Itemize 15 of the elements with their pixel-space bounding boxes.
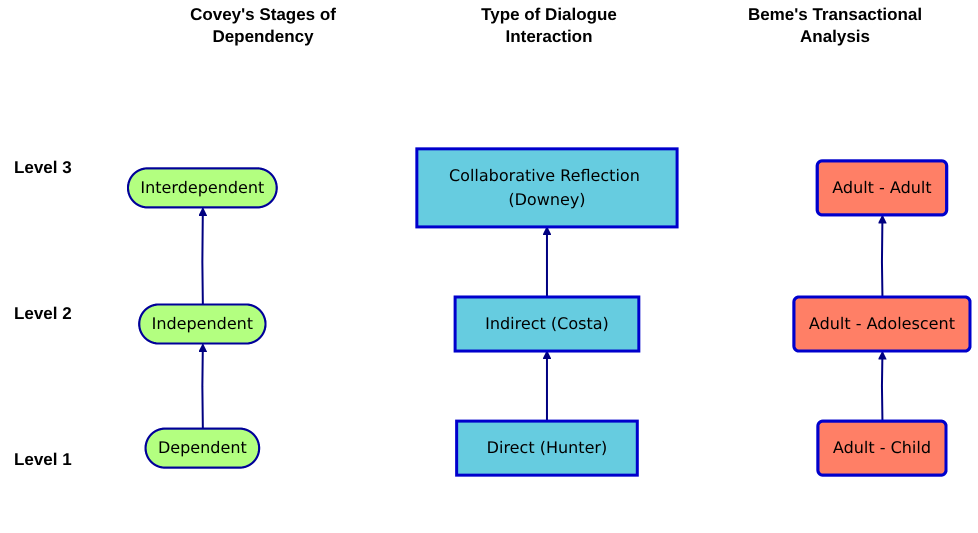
arrow [542, 350, 552, 422]
arrow [198, 344, 208, 430]
node-box: Direct (Hunter) [455, 420, 639, 477]
level-label: Level 3 [13, 158, 73, 178]
arrow [878, 215, 887, 298]
arrow [198, 208, 208, 305]
column-heading: Covey's Stages of Dependency [189, 4, 337, 48]
node-box: Indirect (Costa) [454, 295, 640, 353]
level-label: Level 2 [13, 304, 73, 324]
node-box: Collaborative Reflection (Downey) [415, 147, 679, 228]
arrow [542, 226, 552, 297]
column-heading: Type of Dialogue Interaction [480, 4, 618, 48]
level-label: Level 1 [13, 450, 73, 470]
arrow [878, 351, 887, 422]
column-heading: Beme's Transactional Analysis [746, 4, 924, 48]
